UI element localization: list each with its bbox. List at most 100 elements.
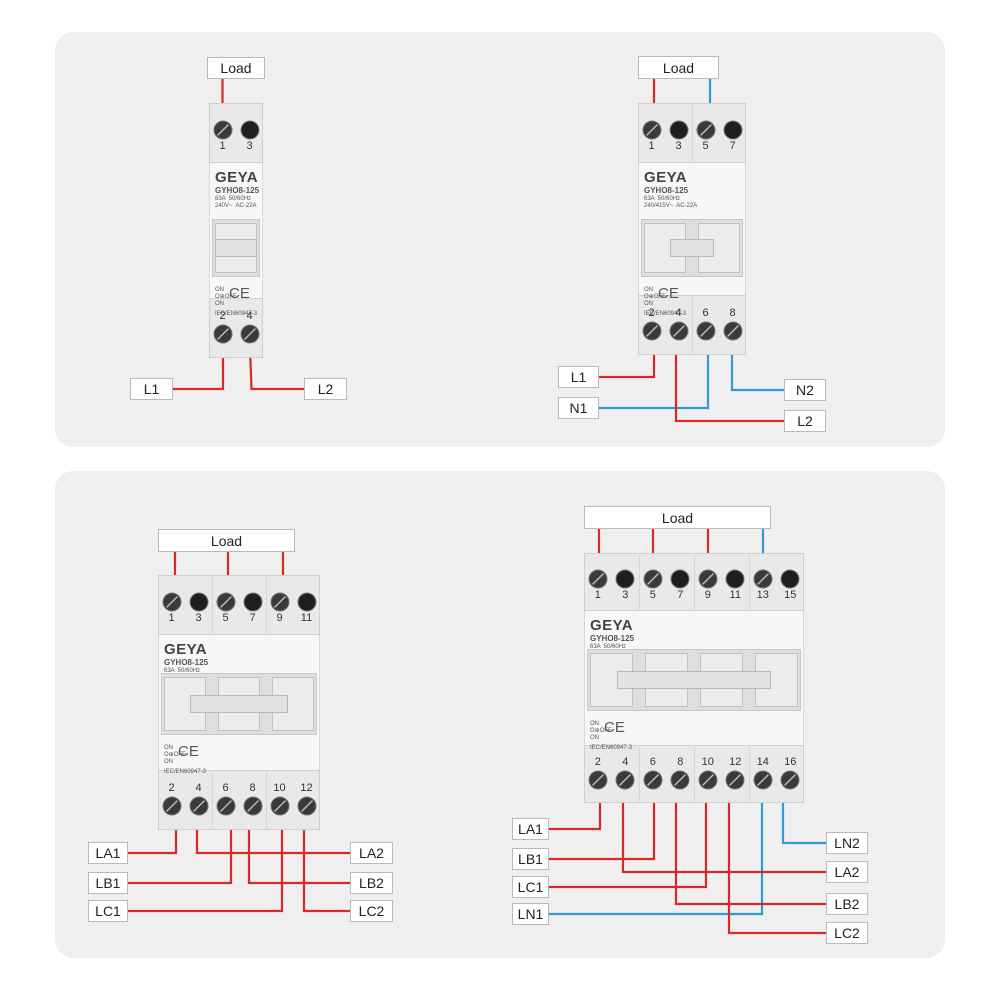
module-divider-bottom <box>266 770 267 830</box>
top-terminal-number-9: 9 <box>704 589 711 602</box>
top-terminal-screw-7 <box>670 569 690 589</box>
load-label: Load <box>207 57 265 79</box>
wire-N1 <box>599 331 710 410</box>
wire-LB1 <box>549 779 656 861</box>
top-terminal-number-3: 3 <box>675 140 682 152</box>
top-terminal-number-11: 11 <box>300 612 313 624</box>
bottom-terminal-screw-8 <box>243 796 262 816</box>
source-label-LA1: LA1 <box>512 818 549 840</box>
source-label-LN1: LN1 <box>512 903 549 925</box>
bottom-terminal-number-8: 8 <box>249 782 256 794</box>
bottom-terminal-block <box>158 770 320 830</box>
brand-logo: GEYA <box>590 617 634 634</box>
load-label: Load <box>584 506 771 529</box>
source-label-L1: L1 <box>558 366 599 388</box>
top-terminal-number-13: 13 <box>756 589 769 602</box>
top-terminal-number-11: 11 <box>729 589 741 602</box>
source-label-LB2: LB2 <box>826 893 868 915</box>
top-terminal-screw-11 <box>725 569 745 589</box>
top-terminal-screw-9 <box>270 592 289 612</box>
bottom-terminal-number-4: 4 <box>195 782 202 794</box>
top-terminal-screw-15 <box>780 569 800 589</box>
top-terminal-number-7: 7 <box>249 612 256 624</box>
bottom-terminal-number-12: 12 <box>300 782 313 794</box>
bottom-terminal-number-16: 16 <box>784 755 797 768</box>
handle-slot <box>272 677 314 731</box>
model-label: GYHO8-125 <box>215 186 260 195</box>
voltage-label: 240/415V~ AC-22A <box>644 203 698 209</box>
bottom-terminal-screw-4 <box>669 321 688 341</box>
handle-slot <box>755 653 798 707</box>
brand-logo: GEYA <box>164 641 208 658</box>
top-terminal-screw-3 <box>189 592 208 612</box>
top-terminal-screw-1 <box>162 592 181 612</box>
wire-L2 <box>674 331 784 423</box>
toggle-handle <box>190 694 288 714</box>
module-divider-top <box>692 103 693 163</box>
rating-label: 63A 50/60Hz <box>164 668 201 674</box>
ce-mark: CE <box>604 719 625 736</box>
bottom-terminal-screw-6 <box>216 796 235 816</box>
wire-LB2 <box>674 779 826 906</box>
bottom-terminal-number-2: 2 <box>219 310 226 322</box>
model-label: GYHO8-125 <box>590 634 635 643</box>
source-label-LC1: LC1 <box>88 900 128 922</box>
top-terminal-screw-1 <box>642 120 661 140</box>
model-label: GYHO8-125 <box>164 658 209 667</box>
standard-label: IEC/EN60947-3 <box>590 745 633 751</box>
top-terminal-screw-11 <box>297 592 316 612</box>
bottom-terminal-screw-14 <box>753 770 773 790</box>
bottom-terminal-screw-8 <box>723 321 742 341</box>
position-marks: ON O⊕OFF ON <box>215 287 237 307</box>
toggle-handle <box>215 239 257 257</box>
top-terminal-number-7: 7 <box>677 589 684 602</box>
top-terminal-screw-1 <box>588 569 608 589</box>
top-terminal-screw-1 <box>213 120 232 140</box>
top-terminal-number-15: 15 <box>784 589 797 602</box>
bottom-terminal-screw-6 <box>643 770 663 790</box>
top-terminal-screw-3 <box>615 569 635 589</box>
top-terminal-screw-9 <box>698 569 718 589</box>
top-terminal-number-1: 1 <box>594 589 601 602</box>
top-terminal-block <box>158 575 320 635</box>
bottom-terminal-number-6: 6 <box>649 755 656 768</box>
top-terminal-screw-5 <box>216 592 235 612</box>
bottom-terminal-number-4: 4 <box>675 307 682 319</box>
rating-label: 63A 50/60Hz <box>644 196 681 202</box>
rating-label: 63A 50/60Hz <box>590 644 627 650</box>
bottom-terminal-number-10: 10 <box>273 782 286 794</box>
module-divider-top <box>266 575 267 635</box>
bottom-terminal-number-2: 2 <box>594 755 601 768</box>
bottom-terminal-number-6: 6 <box>702 307 709 319</box>
source-label-LC2: LC2 <box>350 900 393 922</box>
bottom-terminal-screw-12 <box>297 796 316 816</box>
bottom-terminal-screw-2 <box>213 324 232 344</box>
module-divider-top <box>694 553 695 611</box>
load-label: Load <box>158 529 295 552</box>
brand-logo: GEYA <box>644 169 688 186</box>
rating-label: 63A 50/60Hz <box>215 196 252 202</box>
bottom-terminal-screw-2 <box>162 796 181 816</box>
load-label: Load <box>638 56 719 79</box>
wire-LB2 <box>247 806 350 885</box>
bottom-terminal-screw-4 <box>615 770 635 790</box>
top-terminal-number-3: 3 <box>195 612 202 624</box>
bottom-terminal-number-10: 10 <box>701 755 714 768</box>
top-terminal-number-1: 1 <box>219 140 226 152</box>
bottom-terminal-screw-4 <box>240 324 259 344</box>
bottom-terminal-number-8: 8 <box>729 307 736 319</box>
wire-LC2 <box>302 806 350 913</box>
top-terminal-number-5: 5 <box>222 612 229 624</box>
bottom-terminal-screw-4 <box>189 796 208 816</box>
bottom-terminal-screw-8 <box>670 770 690 790</box>
wire-LC1 <box>549 779 708 889</box>
wire-LB1 <box>128 806 233 885</box>
source-label-LB1: LB1 <box>512 848 549 870</box>
source-label-LA2: LA2 <box>826 861 868 883</box>
top-terminal-screw-13 <box>753 569 773 589</box>
top-terminal-screw-3 <box>240 120 259 140</box>
bottom-terminal-number-4: 4 <box>622 755 629 768</box>
